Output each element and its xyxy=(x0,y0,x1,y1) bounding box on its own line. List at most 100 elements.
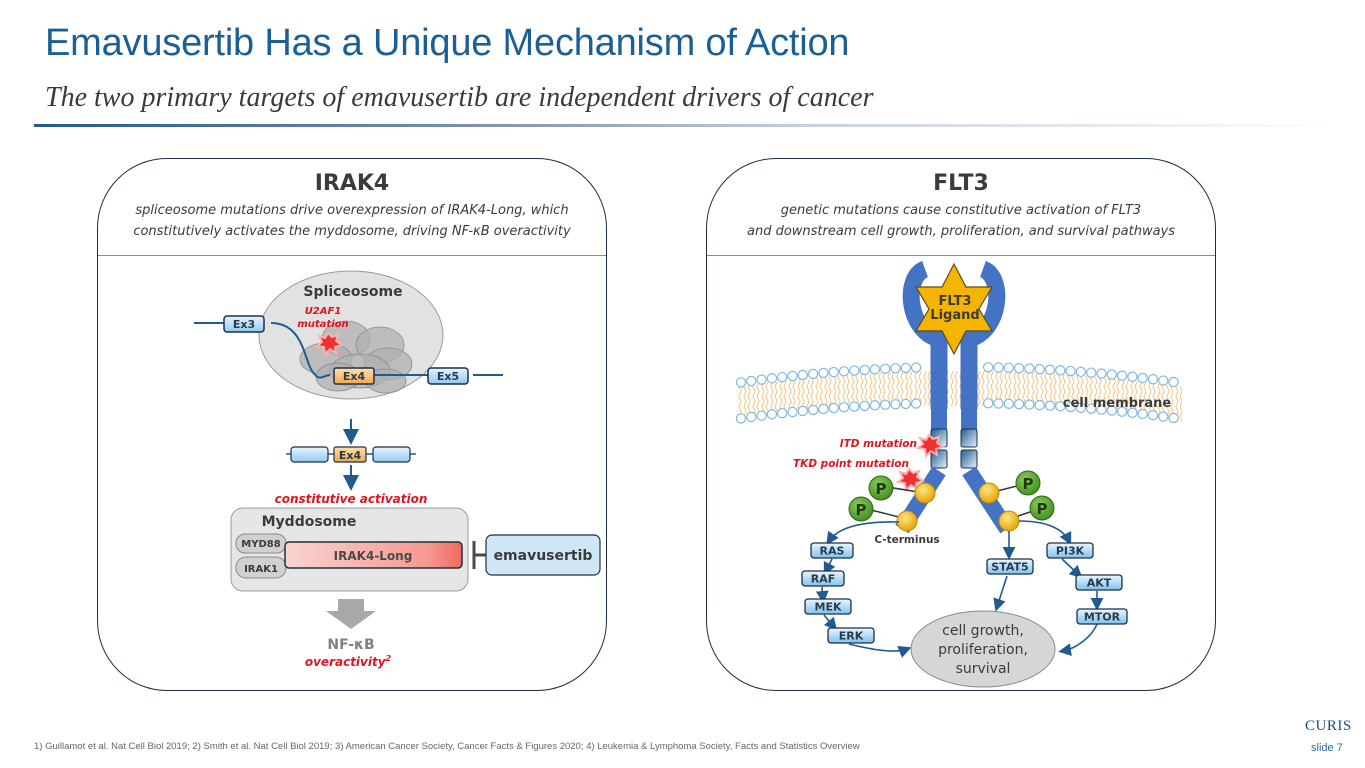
lipid-head xyxy=(1086,403,1097,414)
lipid-head xyxy=(766,373,778,384)
lipid-head xyxy=(1158,375,1169,386)
lipid-head xyxy=(1013,362,1025,374)
lipid-head xyxy=(1106,405,1117,416)
slide-title: Emavusertib Has a Unique Mechanism of Ac… xyxy=(45,22,850,64)
svg-text:P: P xyxy=(1023,475,1034,493)
outcome-line1: cell growth, xyxy=(942,623,1024,639)
lipid-head xyxy=(1034,363,1045,375)
lipid-head xyxy=(900,362,911,374)
lipid-head xyxy=(797,369,809,381)
pathway-node-mtor: MTOR xyxy=(1076,608,1128,625)
lipid-head xyxy=(787,370,798,382)
svg-text:IRAK4-Long: IRAK4-Long xyxy=(334,549,413,563)
lipid-head xyxy=(849,401,860,412)
lipid-head xyxy=(807,404,819,416)
lipid-head xyxy=(1116,406,1128,417)
pathway-node-erk: ERK xyxy=(827,627,875,644)
lipid-head xyxy=(756,374,767,385)
myddosome-label: Myddosome xyxy=(262,514,357,530)
lipid-head xyxy=(838,402,850,413)
lipid-head xyxy=(993,362,1004,373)
outcome-line3: survival xyxy=(956,661,1011,677)
svg-text:Ex5: Ex5 xyxy=(437,370,459,383)
pathway-node-akt: AKT xyxy=(1075,574,1123,591)
references-footnote: 1) Guillamot et al. Nat Cell Biol 2019; … xyxy=(34,741,860,752)
lipid-head xyxy=(818,367,829,379)
lipid-head xyxy=(890,363,901,374)
lipid-head xyxy=(869,400,881,411)
lipid-head xyxy=(983,362,994,373)
flt3-diagram: cell membrane FLT3 Ligand ITD mutation xyxy=(735,261,1182,688)
lipid-head xyxy=(1127,407,1138,418)
lipid-head xyxy=(1044,364,1056,375)
slide-number: slide 7 xyxy=(1311,742,1343,754)
lipid-head xyxy=(1086,367,1097,378)
lipid-head xyxy=(746,411,757,423)
flt3-panel-header: FLT3 genetic mutations cause constitutiv… xyxy=(707,159,1215,256)
signaling-arrows xyxy=(815,520,1104,658)
outcome-line2: proliferation, xyxy=(938,642,1028,658)
cell-membrane-label: cell membrane xyxy=(1063,396,1172,411)
svg-text:Ex3: Ex3 xyxy=(233,318,255,331)
lipid-head xyxy=(1096,368,1107,379)
lipid-head xyxy=(879,399,891,410)
phospho-p-icon: P xyxy=(868,475,894,501)
lipid-head xyxy=(849,365,860,376)
lipid-head xyxy=(1055,401,1066,412)
lipid-head xyxy=(869,364,881,375)
ligand-label-line1: FLT3 xyxy=(939,294,972,309)
svg-text:MTOR: MTOR xyxy=(1084,611,1121,624)
lipid-head xyxy=(1024,363,1035,374)
phospho-p-icon: P xyxy=(1029,495,1055,521)
irak4-diagram: Spliceosome U2AF1 mutation Ex3 Ex4 xyxy=(194,270,601,669)
phospho-p-icon: P xyxy=(848,496,874,522)
lipid-head xyxy=(1137,408,1148,420)
lipid-head xyxy=(1147,410,1159,421)
mature-mrna: Ex4 xyxy=(286,446,416,463)
lipid-head xyxy=(983,398,994,409)
emavusertib-inhibitor: emavusertib xyxy=(485,534,601,576)
spliceosome-label: Spliceosome xyxy=(303,284,402,300)
phosphorylation-sites: P P P P xyxy=(848,470,1055,532)
lipid-head xyxy=(1024,399,1035,410)
svg-text:emavusertib: emavusertib xyxy=(494,548,593,564)
slide-subtitle: The two primary targets of emavusertib a… xyxy=(45,82,874,113)
lipid-head xyxy=(1075,366,1087,378)
lipid-head xyxy=(1147,374,1159,385)
constitutive-activation-label: constitutive activation xyxy=(275,492,428,506)
lipid-head xyxy=(1034,399,1045,411)
u2af1-label: U2AF1 xyxy=(305,306,342,317)
lipid-head xyxy=(838,366,850,377)
svg-text:P: P xyxy=(876,480,887,498)
itd-mutation-burst-icon xyxy=(915,433,946,459)
lipid-head xyxy=(735,377,747,388)
lipid-head xyxy=(890,399,901,410)
lipid-head xyxy=(1096,404,1107,415)
lipid-head xyxy=(797,405,809,417)
lipid-head xyxy=(1003,362,1014,374)
lipid-head xyxy=(1013,398,1025,410)
lipid-head xyxy=(828,402,839,414)
lipid-head xyxy=(1075,402,1087,414)
lipid-head xyxy=(879,363,891,374)
exon-ex4: Ex4 xyxy=(333,367,375,385)
lipid-head xyxy=(910,398,922,409)
lipid-head xyxy=(1158,411,1169,422)
exon-ex3: Ex3 xyxy=(223,315,265,333)
pathway-node-raf: RAF xyxy=(801,570,845,587)
svg-text:RAF: RAF xyxy=(811,573,836,586)
pathway-node-mek: MEK xyxy=(804,598,852,615)
svg-text:STAT5: STAT5 xyxy=(991,561,1028,574)
lipid-head xyxy=(1168,376,1179,388)
pathway-node-stat5: STAT5 xyxy=(986,558,1034,575)
lipid-head xyxy=(766,409,778,420)
svg-text:IRAK1: IRAK1 xyxy=(244,564,278,575)
lipid-head xyxy=(1065,401,1076,413)
itd-mutation-label: ITD mutation xyxy=(840,438,917,450)
irak4-panel-header: IRAK4 spliceosome mutations drive overex… xyxy=(98,159,606,256)
flt3-ligand-star-icon: FLT3 Ligand xyxy=(914,262,994,356)
lipid-head xyxy=(818,403,829,415)
lipid-head xyxy=(776,407,788,419)
lipid-head xyxy=(828,366,839,378)
myd88-protein: MYD88 xyxy=(235,533,287,554)
